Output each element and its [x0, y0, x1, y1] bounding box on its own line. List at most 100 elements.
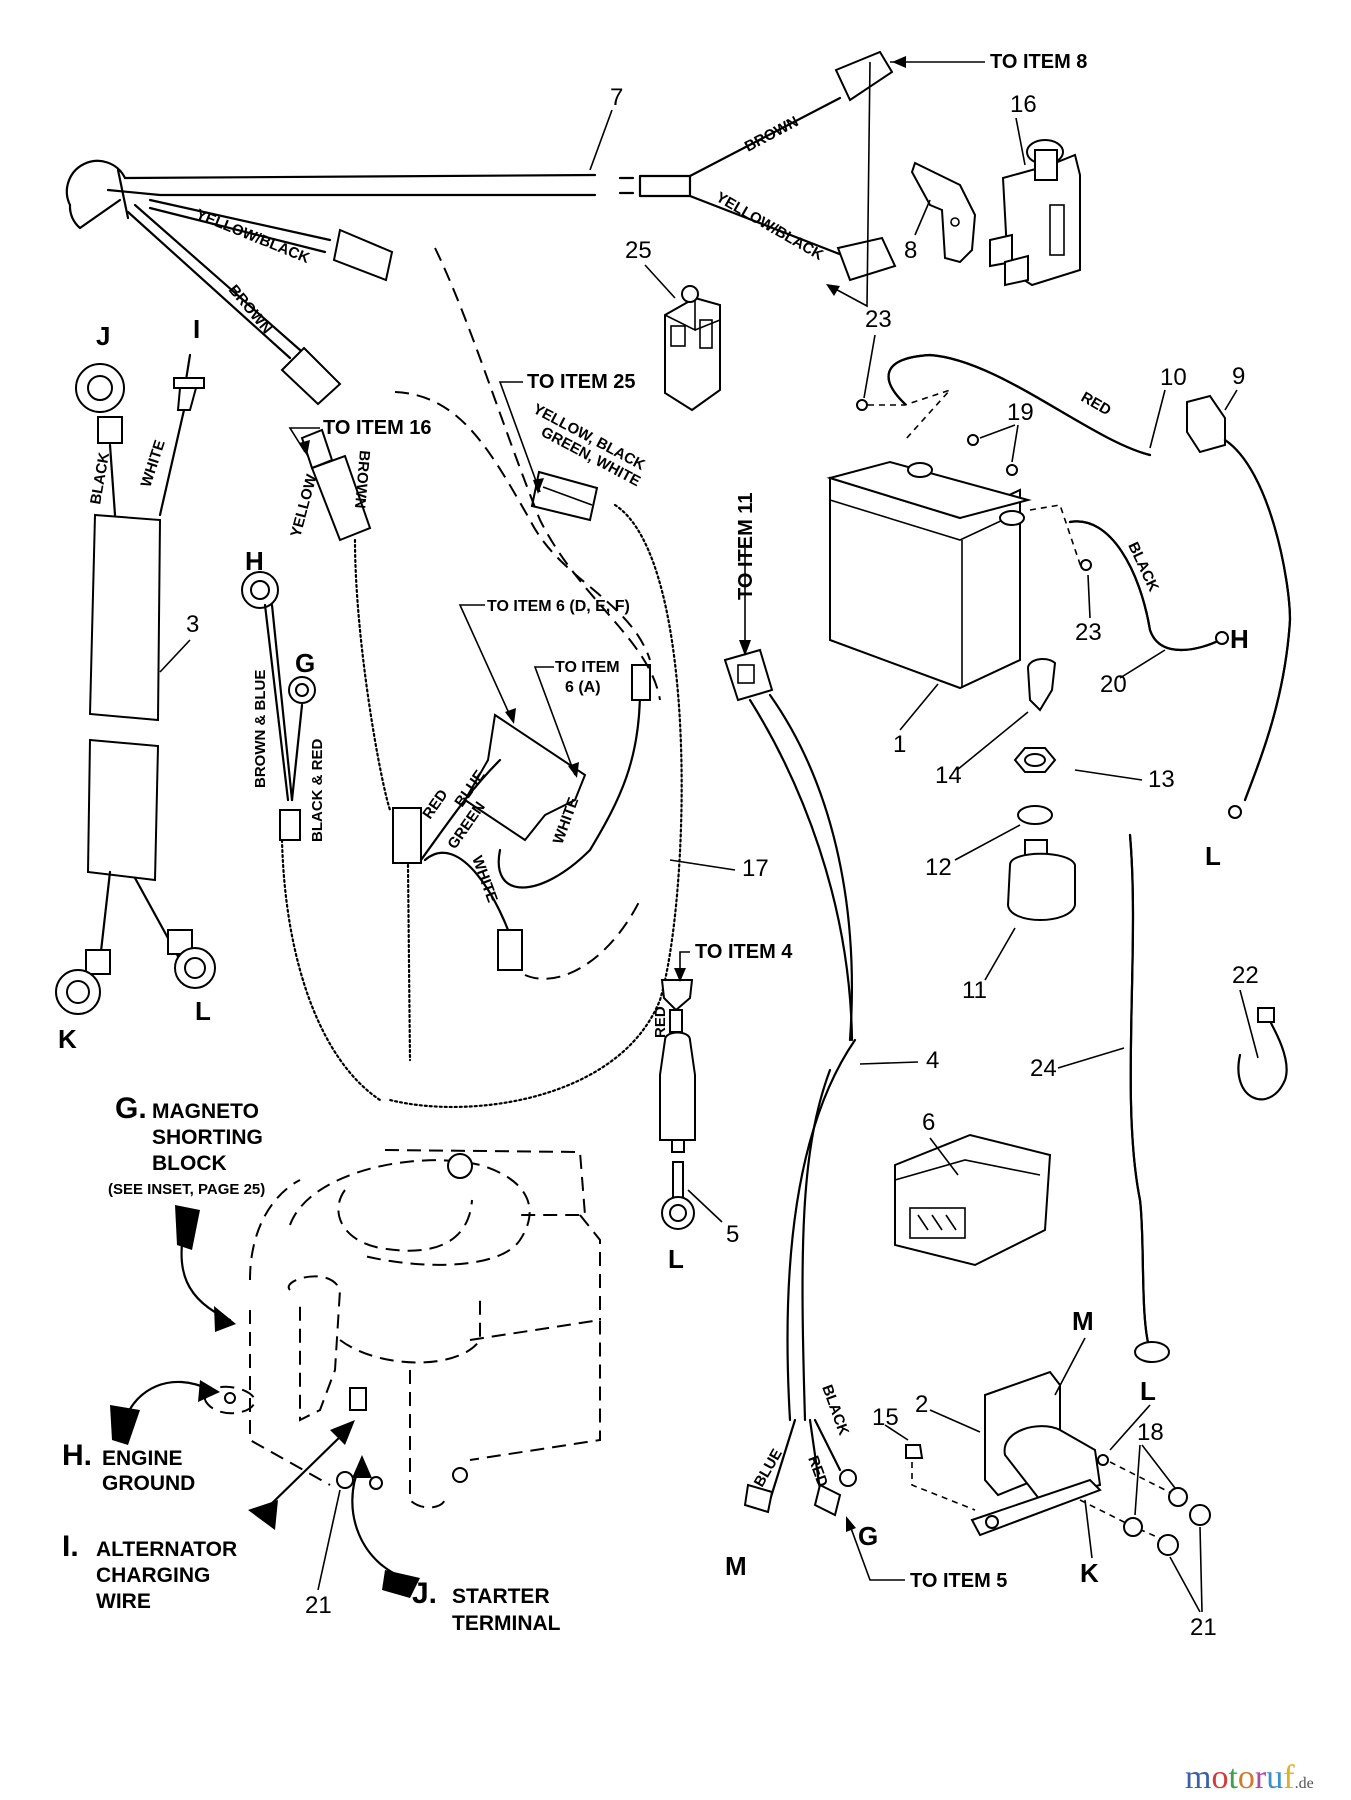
- watermark-letter: o: [1211, 1759, 1228, 1796]
- clamp-item-22: [1237, 1010, 1288, 1101]
- part-number-25: 25: [625, 237, 652, 264]
- wire-label-black-red: BLACK & RED: [309, 739, 326, 842]
- note-j-line1: STARTER: [452, 1585, 550, 1608]
- terminal-letter-g-left: G: [295, 648, 315, 678]
- wire-label-white-i: WHITE: [138, 438, 169, 489]
- part-number-11: 11: [962, 977, 987, 1004]
- part-number-21-engine: 21: [305, 1592, 332, 1619]
- watermark-letter: f: [1283, 1759, 1295, 1796]
- terminal-letter-l-item5: L: [668, 1244, 684, 1274]
- part-number-14: 14: [935, 762, 962, 789]
- part-number-9: 9: [1232, 363, 1245, 390]
- part-number-12: 12: [925, 854, 952, 881]
- callout-to-item-25: TO ITEM 25: [527, 371, 636, 393]
- note-j-letter: J.: [412, 1577, 437, 1610]
- wire-label-red-6: RED: [419, 786, 451, 822]
- conduit-item-24: [1128, 833, 1152, 1352]
- wire-label-white-6b: WHITE: [468, 854, 501, 905]
- wire-label-black-j: BLACK: [87, 451, 113, 506]
- terminal-letter-h-left: H: [245, 546, 264, 576]
- note-g-line4: (SEE INSET, PAGE 25): [108, 1181, 265, 1198]
- part-number-3: 3: [186, 611, 199, 638]
- terminal-letter-l-left: L: [195, 996, 211, 1026]
- note-i-line3: WIRE: [96, 1590, 151, 1613]
- connector-item-6: [894, 1133, 1052, 1267]
- part-number-17: 17: [742, 855, 769, 882]
- part-number-24: 24: [1030, 1055, 1057, 1082]
- terminal-letter-m-item4: M: [725, 1551, 747, 1581]
- part-number-10: 10: [1160, 364, 1187, 391]
- part-number-7: 7: [610, 84, 623, 111]
- wire-label-yellow-16: YELLOW: [287, 472, 320, 539]
- terminal-letter-m-solenoid: M: [1072, 1306, 1094, 1336]
- wire-label-brown-left: BROWN: [225, 282, 276, 338]
- relay-item-25: [664, 285, 721, 412]
- watermark-letter: t: [1228, 1759, 1238, 1796]
- key-switch-assembly: [1006, 657, 1076, 921]
- part-number-15: 15: [872, 1404, 899, 1431]
- terminal-letter-k-left: K: [58, 1024, 77, 1054]
- wire-label-brown-blue: BROWN & BLUE: [252, 670, 269, 788]
- harness-item-7: [65, 50, 897, 406]
- part-number-5: 5: [726, 1221, 739, 1248]
- note-i-line1: ALTERNATOR: [96, 1538, 237, 1561]
- part-number-2: 2: [915, 1391, 928, 1418]
- terminal-letter-h-battery: H: [1230, 624, 1249, 654]
- harness-item-4: [723, 648, 857, 1517]
- part-number-8: 8: [904, 237, 917, 264]
- switch-bracket-item-8: [910, 161, 977, 264]
- note-h-letter: H.: [62, 1439, 92, 1472]
- terminal-letter-l-solenoid: L: [1140, 1376, 1156, 1406]
- wire-label-red-5: RED: [652, 1006, 669, 1038]
- wire-label-yellow-black-left: YELLOW/BLACK: [194, 206, 313, 267]
- callout-to-item-5: TO ITEM 5: [910, 1570, 1007, 1592]
- wire-label-yellow-black-top: YELLOW/BLACK: [713, 189, 826, 264]
- note-g-letter: G.: [115, 1092, 147, 1125]
- part-number-20: 20: [1100, 671, 1127, 698]
- arrow-i-alternator: [263, 1430, 347, 1512]
- note-g-line1: MAGNETO: [152, 1100, 259, 1123]
- callout-to-item-16: TO ITEM 16: [323, 417, 432, 439]
- watermark-letter: o: [1238, 1759, 1255, 1796]
- note-h-line2: GROUND: [102, 1472, 195, 1495]
- terminal-letter-g-item4: G: [858, 1521, 878, 1551]
- callout-to-item-6a-line2: 6 (A): [565, 679, 601, 696]
- callout-to-item-8: TO ITEM 8: [990, 51, 1087, 73]
- engine-outline: [204, 1149, 601, 1509]
- note-h-line1: ENGINE: [102, 1447, 183, 1470]
- wire-label-brown-16: BROWN: [351, 450, 373, 510]
- solenoid-item-2: [970, 1370, 1109, 1537]
- note-g-line3: BLOCK: [152, 1152, 227, 1175]
- part-number-21-right: 21: [1190, 1614, 1217, 1641]
- wire-label-black-4: BLACK: [818, 1383, 852, 1438]
- part-number-18: 18: [1137, 1419, 1164, 1446]
- callout-to-item-6a-line1: TO ITEM: [555, 659, 620, 676]
- callout-to-item-6-def: TO ITEM 6 (D, E, F): [487, 598, 630, 615]
- fuse-holder-item-5: [659, 979, 696, 1230]
- terminal-letter-j: J: [96, 321, 110, 351]
- watermark-suffix: .de: [1295, 1775, 1314, 1792]
- terminal-letter-l-right: L: [1205, 841, 1221, 871]
- wire-label-red-4: RED: [804, 1454, 831, 1490]
- interlock-switch-item-16: [989, 139, 1081, 287]
- harness-item-17: [241, 247, 683, 1109]
- callout-to-item-11: TO ITEM 11: [735, 493, 757, 600]
- note-j-line2: TERMINAL: [452, 1612, 561, 1635]
- part-number-13: 13: [1148, 766, 1175, 793]
- watermark-letter: r: [1255, 1759, 1267, 1796]
- lead-j-i-item-3: [55, 353, 216, 1015]
- terminal-letter-i: I: [193, 314, 200, 344]
- wire-label-brown-top: BROWN: [742, 113, 801, 155]
- part-number-16: 16: [1010, 91, 1037, 118]
- part-number-4: 4: [926, 1047, 939, 1074]
- note-i-letter: I.: [62, 1530, 79, 1563]
- watermark-letter: u: [1266, 1759, 1283, 1796]
- battery-item-1: [826, 460, 1032, 690]
- wire-label-red-10: RED: [1078, 389, 1114, 420]
- part-number-1: 1: [893, 731, 906, 758]
- terminal-letter-k-solenoid: K: [1080, 1558, 1099, 1588]
- watermark-letter: m: [1185, 1759, 1211, 1796]
- note-i-line2: CHARGING: [96, 1564, 210, 1587]
- note-g-line2: SHORTING: [152, 1126, 263, 1149]
